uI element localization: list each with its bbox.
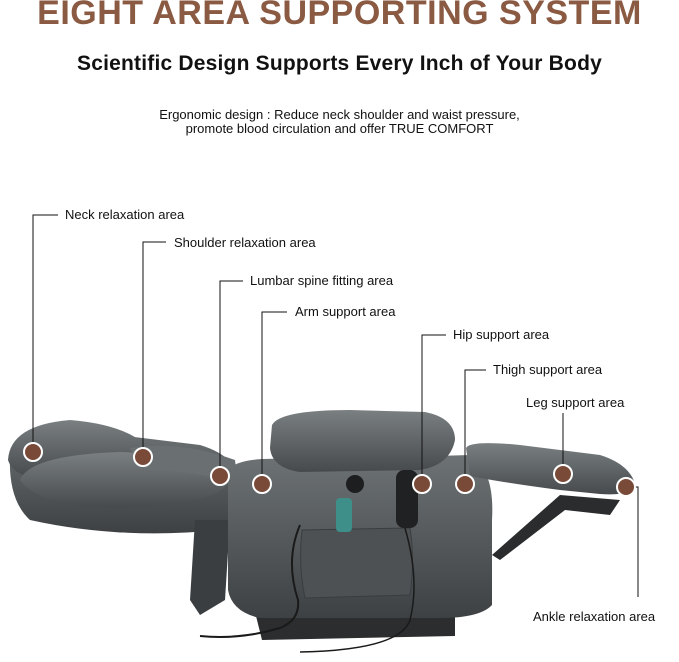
description-line-2: promote blood circulation and offer TRUE… xyxy=(185,121,494,136)
leader-shoulder xyxy=(142,241,166,457)
description-line-1: Ergonomic design : Reduce neck shoulder … xyxy=(159,107,520,122)
leader-thigh xyxy=(464,369,486,484)
label-thigh: Thigh support area xyxy=(493,362,603,377)
label-arm: Arm support area xyxy=(295,304,396,319)
label-shoulder: Shoulder relaxation area xyxy=(174,235,316,250)
area-markers xyxy=(23,442,636,497)
marker-ankle xyxy=(616,477,636,497)
marker-neck xyxy=(23,442,43,462)
label-hip: Hip support area xyxy=(453,327,550,342)
leader-lines xyxy=(32,214,639,597)
page-title: EIGHT AREA SUPPORTING SYSTEM xyxy=(37,0,642,32)
marker-leg xyxy=(553,464,573,484)
leader-arm xyxy=(261,311,287,484)
marker-lumbar xyxy=(210,466,230,486)
label-neck: Neck relaxation area xyxy=(65,207,185,222)
label-leg: Leg support area xyxy=(526,395,625,410)
page-subtitle: Scientific Design Supports Every Inch of… xyxy=(77,52,602,75)
leader-hip xyxy=(421,334,446,484)
leader-neck xyxy=(32,214,58,452)
marker-thigh xyxy=(455,474,475,494)
marker-shoulder xyxy=(133,447,153,467)
label-lumbar: Lumbar spine fitting area xyxy=(250,273,394,288)
label-ankle: Ankle relaxation area xyxy=(533,609,656,624)
marker-arm xyxy=(252,474,272,494)
chair-body xyxy=(8,410,636,653)
leader-ankle xyxy=(633,486,639,597)
leader-lumbar xyxy=(219,280,243,476)
description: Ergonomic design : Reduce neck shoulder … xyxy=(0,108,679,136)
marker-hip xyxy=(412,474,432,494)
